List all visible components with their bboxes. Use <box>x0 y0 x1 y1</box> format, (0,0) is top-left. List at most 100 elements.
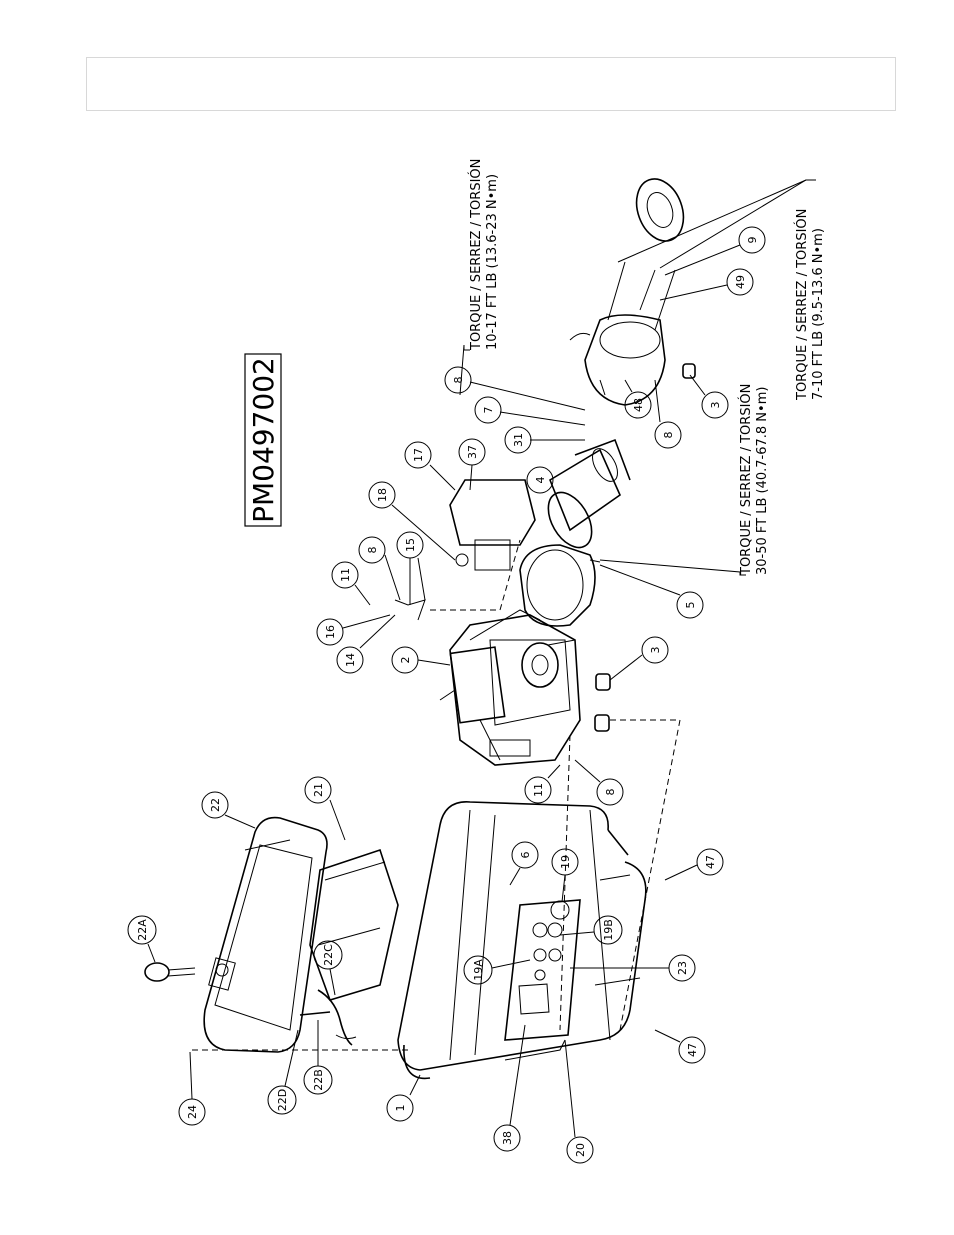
svg-text:10-17 FT LB (13.6-23 N•m): 10-17 FT LB (13.6-23 N•m) <box>485 174 500 350</box>
svg-text:31: 31 <box>512 433 525 447</box>
svg-text:38: 38 <box>501 1131 514 1145</box>
torque-2-leader <box>599 559 746 576</box>
callout-8d: 8 <box>574 759 624 806</box>
alignment-line <box>610 719 681 1031</box>
svg-text:TORQUE / SERREZ / TORSIÓN: TORQUE / SERREZ / TORSIÓN <box>794 209 810 401</box>
svg-text:11: 11 <box>339 568 352 582</box>
callout-2: 2 <box>391 646 451 674</box>
svg-text:22: 22 <box>209 798 222 812</box>
svg-text:37: 37 <box>466 445 479 459</box>
model-number-box: PM0497002 <box>244 353 282 527</box>
frame <box>397 801 647 1080</box>
svg-text:20: 20 <box>574 1143 587 1157</box>
callout-31: 31 <box>504 426 585 454</box>
callout-22a: 22A <box>127 915 157 963</box>
callout-48: 48 <box>624 379 652 419</box>
callout-6: 6 <box>509 841 539 886</box>
callout-8b: 8 <box>654 379 682 449</box>
svg-text:22B: 22B <box>312 1069 325 1091</box>
svg-text:22A: 22A <box>136 919 149 941</box>
svg-text:19A: 19A <box>472 959 485 981</box>
callout-8c: 8 <box>358 536 401 601</box>
header-box <box>86 57 896 111</box>
callout-4: 4 <box>526 466 554 494</box>
fuel-valve <box>299 989 357 1046</box>
svg-text:TORQUE / SERREZ / TORSIÓN: TORQUE / SERREZ / TORSIÓN <box>468 159 484 351</box>
svg-text:21: 21 <box>312 783 325 797</box>
svg-text:8: 8 <box>366 547 379 554</box>
svg-text:5: 5 <box>684 602 697 609</box>
callout-19a: 19A <box>463 955 531 985</box>
control-panel <box>504 899 581 1041</box>
callout-19b: 19B <box>559 915 623 945</box>
svg-text:17: 17 <box>412 448 425 462</box>
svg-text:8: 8 <box>452 377 465 384</box>
end-cover <box>635 178 685 242</box>
vibration-mount <box>594 363 696 732</box>
callout-16: 16 <box>316 614 391 646</box>
svg-text:49: 49 <box>734 275 747 289</box>
svg-text:24: 24 <box>186 1105 199 1119</box>
callout-22d: 22D <box>267 1029 299 1115</box>
callout-3b: 3 <box>689 374 729 419</box>
callout-11b: 11 <box>524 764 561 804</box>
svg-text:2: 2 <box>399 657 412 664</box>
alignment-line <box>430 539 521 611</box>
adapter-housing <box>519 544 601 627</box>
callout-3a: 3 <box>609 636 669 681</box>
callout-22b: 22B <box>303 1020 333 1095</box>
stator-housing <box>569 314 666 406</box>
callout-47a: 47 <box>664 848 724 881</box>
callout-14: 14 <box>336 614 396 674</box>
svg-text:6: 6 <box>519 852 532 859</box>
callout-21: 21 <box>304 776 346 841</box>
callout-22: 22 <box>201 791 256 829</box>
svg-text:7: 7 <box>482 407 495 414</box>
callout-37: 37 <box>458 438 486 491</box>
callouts: 1 2 3 3 4 5 6 7 8 8 8 8 9 11 11 14 15 16… <box>127 226 766 1164</box>
svg-text:15: 15 <box>404 538 417 552</box>
svg-text:16: 16 <box>324 625 337 639</box>
callout-11a: 11 <box>331 561 371 606</box>
svg-text:23: 23 <box>676 961 689 975</box>
callout-47b: 47 <box>654 1029 706 1064</box>
alignment-line <box>559 734 571 1031</box>
callout-15: 15 <box>396 531 426 605</box>
model-number: PM0497002 <box>247 357 280 523</box>
svg-text:11: 11 <box>532 783 545 797</box>
torque-note-3: TORQUE / SERREZ / TORSIÓN 7-10 FT LB (9.… <box>794 209 826 401</box>
svg-text:TORQUE / SERREZ / TORSIÓN: TORQUE / SERREZ / TORSIÓN <box>738 384 754 576</box>
svg-text:8: 8 <box>662 432 675 439</box>
callout-23: 23 <box>570 954 696 982</box>
callout-5: 5 <box>599 564 704 619</box>
svg-text:30-50 FT LB (40.7-67.8 N•m): 30-50 FT LB (40.7-67.8 N•m) <box>755 387 770 575</box>
engine <box>439 609 581 766</box>
svg-text:47: 47 <box>704 855 717 869</box>
svg-text:3: 3 <box>649 647 662 654</box>
callout-38: 38 <box>493 1024 526 1152</box>
fuel-cap <box>144 962 196 982</box>
muffler <box>449 479 536 571</box>
svg-text:3: 3 <box>709 402 722 409</box>
callout-8a: 8 <box>444 366 586 411</box>
callout-7: 7 <box>474 396 586 426</box>
callout-24: 24 <box>178 1051 206 1126</box>
torque-1-leader <box>459 344 470 396</box>
svg-text:47: 47 <box>686 1043 699 1057</box>
svg-text:22D: 22D <box>276 1089 289 1111</box>
callout-1: 1 <box>386 1074 421 1122</box>
svg-text:7-10 FT LB (9.5-13.6 N•m): 7-10 FT LB (9.5-13.6 N•m) <box>811 228 826 400</box>
svg-text:4: 4 <box>534 477 547 484</box>
torque-note-1: TORQUE / SERREZ / TORSIÓN 10-17 FT LB (1… <box>468 159 500 351</box>
svg-text:19: 19 <box>559 855 572 869</box>
rotor <box>547 438 631 549</box>
svg-text:8: 8 <box>604 789 617 796</box>
fuel-tank <box>203 816 328 1053</box>
callout-19: 19 <box>551 848 579 903</box>
callout-9: 9 <box>664 226 766 276</box>
svg-text:9: 9 <box>746 237 759 244</box>
callout-20: 20 <box>564 1039 594 1164</box>
svg-text:1: 1 <box>394 1105 407 1112</box>
svg-text:22C: 22C <box>322 944 335 966</box>
